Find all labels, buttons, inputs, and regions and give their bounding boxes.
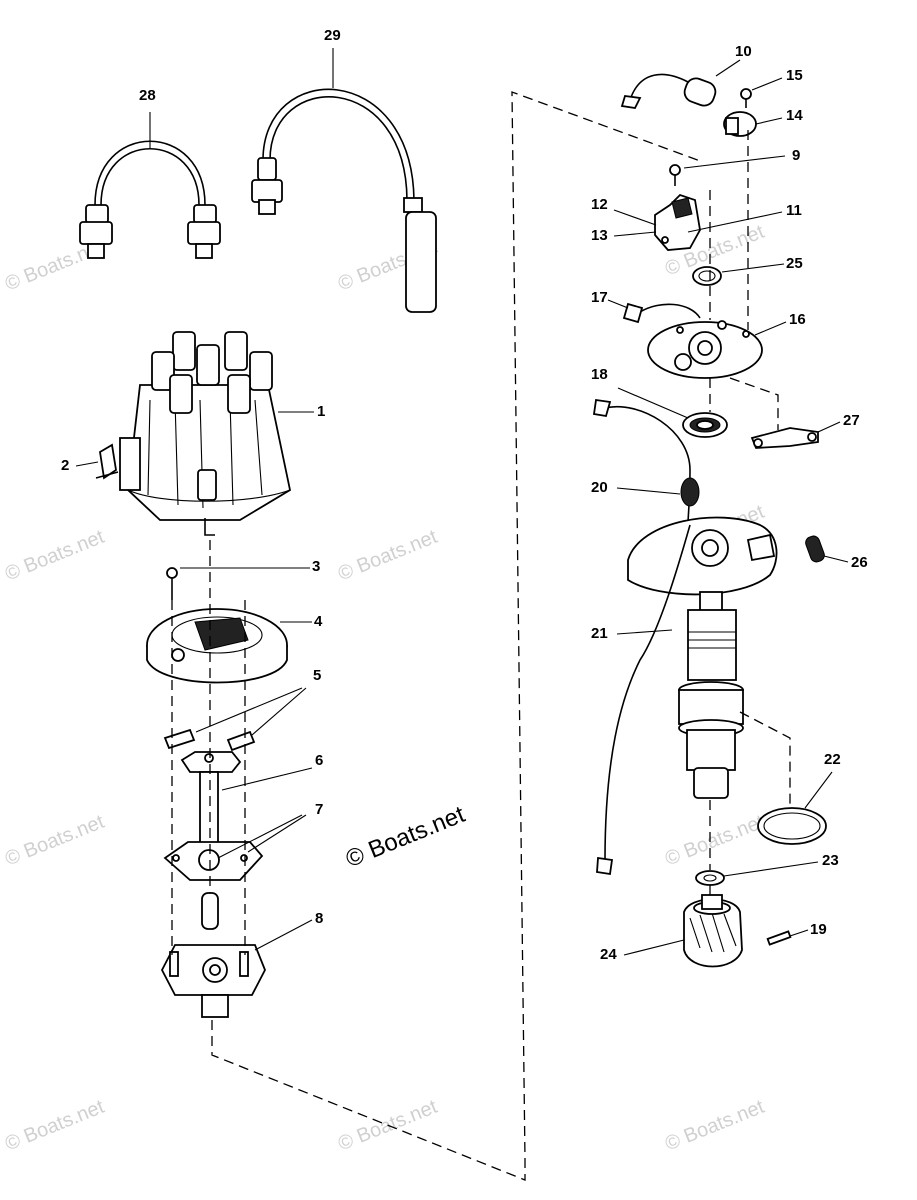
callout-26: 26 — [851, 554, 868, 571]
primary-lead — [622, 302, 701, 324]
clamp-screw — [740, 88, 752, 108]
callout-27: 27 — [843, 412, 860, 429]
callout-15: 15 — [786, 67, 803, 84]
callout-24: 24 — [600, 946, 617, 963]
oring-dashed — [739, 711, 791, 808]
callout-7: 7 — [315, 801, 324, 818]
leader-26 — [823, 555, 849, 563]
spring — [805, 535, 825, 563]
cap-clip — [95, 443, 119, 480]
spark-plug-wire-short — [79, 140, 221, 259]
o-ring — [757, 807, 827, 845]
leader-19 — [789, 929, 809, 937]
shaft-pin — [201, 892, 219, 930]
distributor-housing — [596, 516, 778, 876]
leader-14 — [755, 117, 783, 125]
leader-10 — [715, 59, 741, 77]
points-screw — [669, 164, 681, 186]
leader-18 — [617, 387, 689, 419]
callout-18: 18 — [591, 366, 608, 383]
leader-2 — [75, 461, 99, 467]
callout-20: 20 — [591, 479, 608, 496]
leader-23 — [723, 861, 819, 877]
retaining-ring — [692, 266, 722, 286]
leader-21 — [616, 629, 673, 635]
leader-13 — [613, 231, 657, 237]
leader-7a — [217, 814, 303, 859]
spark-plug-wire-long — [251, 88, 437, 313]
callout-5: 5 — [313, 667, 322, 684]
breaker-plate-upper — [647, 320, 763, 379]
callout-22: 22 — [824, 751, 841, 768]
callout-25: 25 — [786, 255, 803, 272]
bearing-washer — [682, 412, 728, 438]
leader-7b — [247, 814, 307, 853]
callout-17: 17 — [591, 289, 608, 306]
thrust-washer — [695, 870, 725, 886]
leader-25 — [721, 263, 785, 273]
assembly-dashed-path — [211, 91, 704, 1181]
condenser — [620, 73, 717, 109]
leader-15 — [751, 77, 783, 91]
advance-weights — [163, 728, 256, 752]
leader-12 — [613, 209, 657, 226]
condenser-clamp — [723, 111, 757, 137]
callout-11: 11 — [786, 202, 802, 219]
leader-22 — [804, 771, 833, 809]
leader-24 — [623, 939, 685, 956]
leader-17 — [607, 299, 629, 309]
roll-pin — [766, 930, 792, 946]
callout-8: 8 — [315, 910, 324, 927]
callout-23: 23 — [822, 852, 839, 869]
leader-20 — [616, 487, 681, 495]
callout-9: 9 — [792, 147, 801, 164]
vacuum-link — [750, 427, 819, 449]
drive-gear — [683, 894, 743, 968]
distributor-cap — [119, 331, 292, 536]
leader-5b — [251, 687, 307, 736]
rotor — [146, 608, 288, 684]
leader-11 — [687, 211, 783, 233]
callout-4: 4 — [314, 613, 323, 630]
distributor-housing-top — [160, 944, 266, 1018]
callout-21: 21 — [591, 625, 608, 642]
callout-29: 29 — [324, 27, 341, 44]
callout-28: 28 — [139, 87, 156, 104]
leader-8 — [254, 919, 313, 951]
callout-6: 6 — [315, 752, 324, 769]
leader-5a — [195, 687, 303, 733]
link-dashed — [729, 377, 779, 430]
callout-14: 14 — [786, 107, 803, 124]
callout-13: 13 — [591, 227, 608, 244]
leader-27 — [817, 421, 841, 433]
leader-16 — [754, 321, 787, 336]
callout-2: 2 — [61, 457, 70, 474]
callout-1: 1 — [317, 403, 326, 420]
callout-12: 12 — [591, 196, 608, 213]
breaker-plate — [163, 841, 264, 881]
leader-6 — [221, 767, 313, 791]
callout-3: 3 — [312, 558, 321, 575]
callout-10: 10 — [735, 43, 752, 60]
contact-points — [654, 193, 701, 251]
rotor-screw — [166, 567, 178, 600]
callout-19: 19 — [810, 921, 827, 938]
leader-9 — [683, 155, 786, 169]
wire-grommet — [592, 398, 700, 526]
callout-16: 16 — [789, 311, 806, 328]
